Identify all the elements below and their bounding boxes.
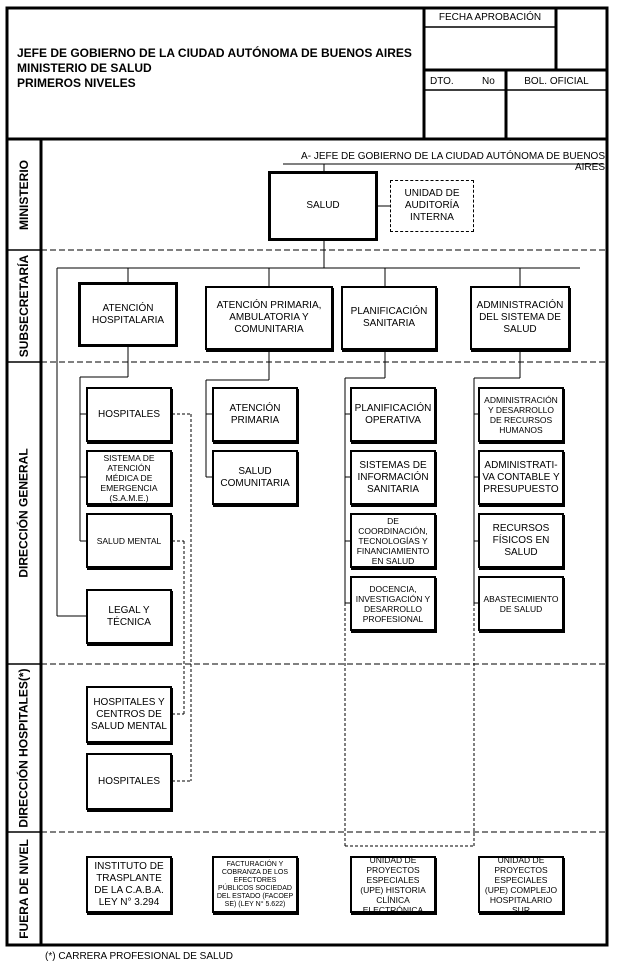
- box-dg-salud-comunitaria: SALUD COMUNITARIA: [212, 450, 298, 505]
- box-fn-upe-complejo-sur: UNIDAD DE PROYECTOS ESPECIALES (UPE) COM…: [478, 855, 564, 915]
- no-label: No: [482, 76, 495, 87]
- box-sub-planificacion-sanitaria: PLANIFICACIÓN SANITARIA: [341, 286, 437, 350]
- box-unidad-auditoria: UNIDAD DE AUDITORÍA INTERNA: [390, 180, 474, 232]
- band-direccion-hospitales: DIRECCIÓN HOSPITALES(*): [17, 668, 31, 828]
- box-sub-administracion-sistema: ADMINISTRACIÓN DEL SISTEMA DE SALUD: [470, 286, 570, 350]
- box-dg-recursos-fisicos: RECURSOS FÍSICOS EN SALUD: [478, 513, 564, 568]
- box-dg-planificacion-operativa: PLANIFICACIÓN OPERATIVA: [350, 387, 436, 442]
- box-dg-docencia-investigacion: DOCENCIA, INVESTIGACIÓN Y DESARROLLO PRO…: [350, 576, 436, 631]
- box-fn-upe-historia-clinica: UNIDAD DE PROYECTOS ESPECIALES (UPE) HIS…: [350, 855, 436, 915]
- box-dg-atencion-primaria: ATENCIÓN PRIMARIA: [212, 387, 298, 442]
- box-dh-hospitales: HOSPITALES: [86, 753, 172, 810]
- band-fuera-de-nivel: FUERA DE NIVEL: [17, 838, 31, 939]
- bol-oficial-label: BOL. OFICIAL: [524, 76, 589, 87]
- box-fn-instituto-trasplante: INSTITUTO DE TRASPLANTE DE LA C.A.B.A. L…: [86, 856, 172, 913]
- header-title: JEFE DE GOBIERNO DE LA CIUDAD AUTÓNOMA D…: [17, 46, 417, 91]
- header-title-line-3: PRIMEROS NIVELES: [17, 76, 136, 90]
- band-ministerio: MINISTERIO: [17, 159, 32, 230]
- footnote: (*) CARRERA PROFESIONAL DE SALUD: [45, 951, 234, 962]
- box-dg-legal-tecnica: LEGAL Y TÉCNICA: [86, 589, 172, 644]
- box-sub-atencion-primaria: ATENCIÓN PRIMARIA, AMBULATORIA Y COMUNIT…: [205, 286, 333, 350]
- box-dg-recursos-humanos: ADMINISTRACIÓN Y DESARROLLO DE RECURSOS …: [478, 387, 564, 442]
- top-caption: A- JEFE DE GOBIERNO DE LA CIUDAD AUTÓNOM…: [301, 151, 605, 173]
- box-dg-same: SISTEMA DE ATENCIÓN MÉDICA DE EMERGENCIA…: [86, 450, 172, 505]
- box-dg-contable-presupuesto: ADMINISTRATI-VA CONTABLE Y PRESUPUESTO: [478, 450, 564, 505]
- band-direccion-general: DIRECCIÓN GENERAL: [17, 448, 31, 578]
- box-dg-coordinacion-tecnologias: DE COORDINACIÓN, TECNOLOGÍAS Y FINANCIAM…: [350, 513, 436, 568]
- box-salud: SALUD: [268, 171, 378, 241]
- dto-label: DTO.: [430, 76, 454, 87]
- header-title-line-2: MINISTERIO DE SALUD: [17, 61, 152, 75]
- box-fn-facoep: FACTURACIÓN Y COBRANZA DE LOS EFECTORES …: [212, 856, 298, 913]
- box-dg-abastecimiento: ABASTECIMIENTO DE SALUD: [478, 576, 564, 631]
- header-title-line-1: JEFE DE GOBIERNO DE LA CIUDAD AUTÓNOMA D…: [17, 46, 412, 60]
- box-dh-hospitales-salud-mental: HOSPITALES Y CENTROS DE SALUD MENTAL: [86, 686, 172, 743]
- box-dg-hospitales: HOSPITALES: [86, 387, 172, 442]
- fecha-aprobacion-label: FECHA APROBACIÓN: [438, 12, 542, 23]
- band-subsecretaria: SUBSECRETARÍA: [17, 254, 32, 358]
- box-dg-salud-mental: SALUD MENTAL: [86, 513, 172, 568]
- box-dg-sistemas-informacion: SISTEMAS DE INFORMACIÓN SANITARIA: [350, 450, 436, 505]
- box-sub-atencion-hospitalaria: ATENCIÓN HOSPITALARIA: [78, 282, 178, 347]
